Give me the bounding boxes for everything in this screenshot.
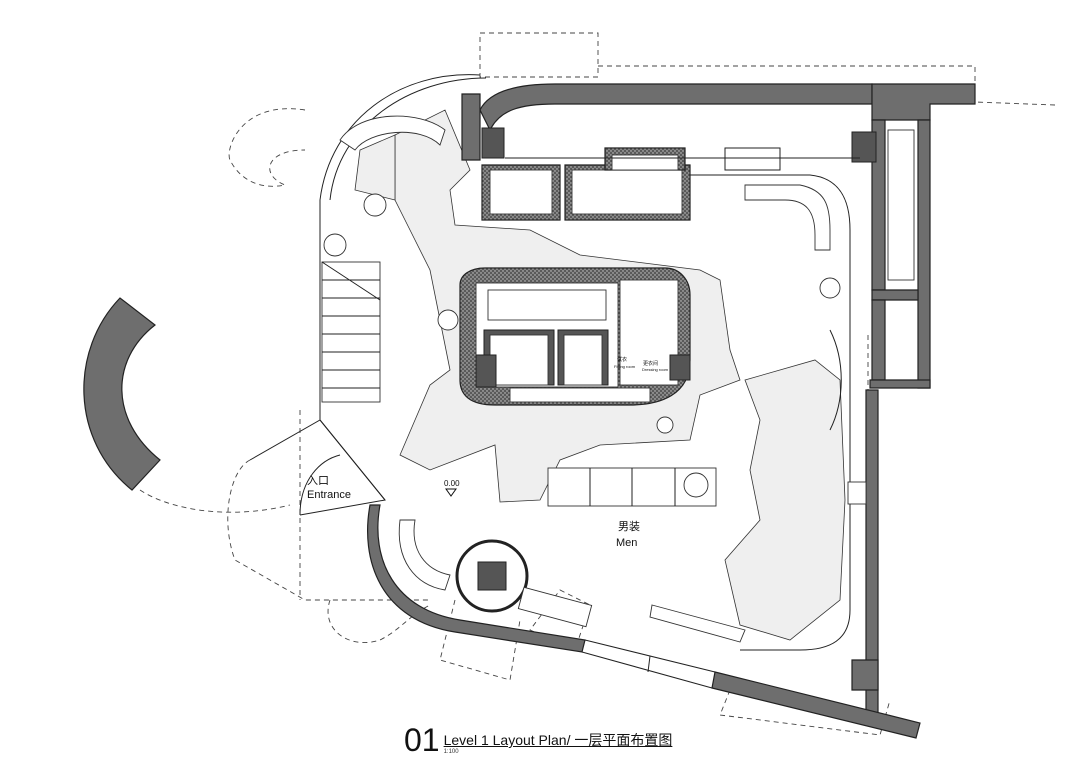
drawing-title: 01 Level 1 Layout Plan/ 一层平面布置图 1:100 <box>404 724 672 756</box>
drawing-title-text: Level 1 Layout Plan/ 一层平面布置图 1:100 <box>444 732 673 756</box>
plant-symbols <box>323 193 841 498</box>
round-column <box>455 539 529 613</box>
dressing-room-label-en: Dressing room <box>642 367 669 372</box>
entrance-label-en: Entrance <box>307 489 351 501</box>
fitting-room-label-en: Fitting room <box>614 364 636 369</box>
zone-label-cn: 男装 <box>618 520 640 533</box>
back-rooms-top <box>481 127 915 281</box>
level-marker-icon <box>445 488 457 497</box>
floor-level-label: 0.00 <box>444 479 460 488</box>
entrance-label-cn: 入口 <box>307 475 329 487</box>
zone-label-en: Men <box>616 537 637 549</box>
exterior-curved-wall <box>83 297 161 491</box>
central-core <box>459 267 691 406</box>
staircase <box>321 261 381 403</box>
building-walls <box>319 74 976 739</box>
dressing-room-label: 更衣间 <box>643 360 658 367</box>
floor-area-entrance <box>354 134 396 201</box>
entrance-door-swing <box>249 419 386 516</box>
display-fixtures <box>339 115 867 643</box>
drawing-number: 01 <box>404 722 440 758</box>
drawing-title-main: Level 1 Layout Plan/ 一层平面布置图 <box>443 732 673 748</box>
floor-area-right <box>724 359 846 641</box>
drawing-scale: 1:100 <box>443 749 459 755</box>
fitting-room-label: 试衣 <box>617 356 627 363</box>
context-dashed-lines <box>139 32 1056 736</box>
